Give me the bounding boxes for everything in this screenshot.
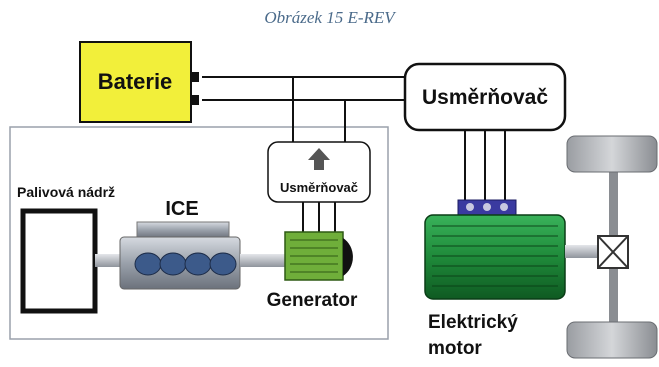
figure-caption: Obrázek 15 E-REV <box>264 8 395 27</box>
motor-label-line2: motor <box>428 338 482 359</box>
engine-group-frame <box>9 126 389 340</box>
fuel-tank <box>20 208 98 314</box>
ice-engine <box>119 221 241 290</box>
battery-box <box>79 41 192 123</box>
battery-rectifier-wires <box>202 76 405 142</box>
up-arrow-icon <box>308 148 330 170</box>
engine-generator-shaft <box>240 254 285 267</box>
drive-shaft <box>565 245 605 258</box>
main-rectifier-label: Usměrňovač <box>422 86 548 109</box>
generator-label: Generator <box>267 290 358 311</box>
fuel-line <box>95 254 120 267</box>
battery-label: Baterie <box>98 69 173 94</box>
fuel-tank-label: Palivová nádrž <box>17 184 115 200</box>
wheel-axle <box>566 135 658 359</box>
motor-label-line1: Elektrický <box>428 312 518 333</box>
battery-terminals <box>191 72 199 105</box>
small-rectifier-label: Usměrňovač <box>280 180 358 195</box>
rectifier-generator-wires <box>302 202 336 232</box>
electric-motor <box>424 199 566 300</box>
generator <box>284 231 353 281</box>
rectifier-motor-wires <box>464 130 506 203</box>
ice-label: ICE <box>165 198 198 220</box>
